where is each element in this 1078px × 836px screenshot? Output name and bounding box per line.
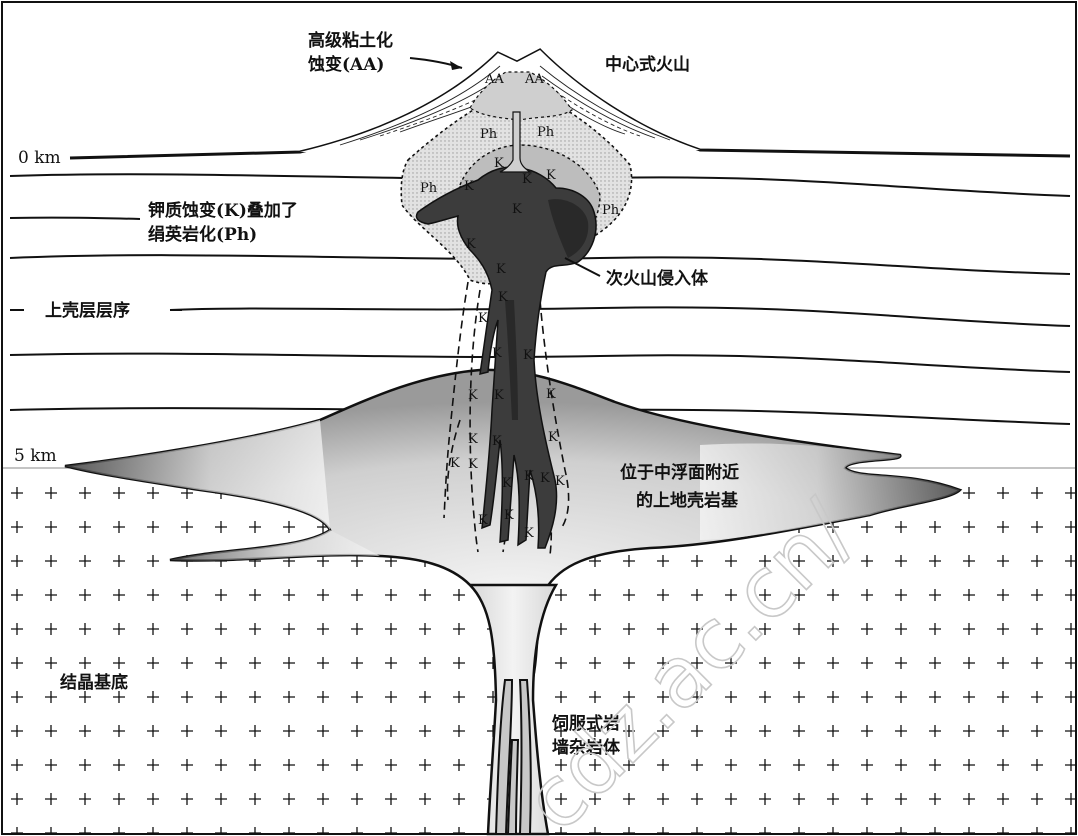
- potassic-k-mark: K: [494, 156, 504, 171]
- potassic-k-mark: K: [524, 526, 534, 541]
- potassic-k-mark: K: [492, 434, 502, 449]
- potassic-k-mark: K: [464, 179, 474, 194]
- depth-0km-label: 0 km: [18, 148, 61, 168]
- aa-mark-right: AA: [524, 72, 544, 87]
- ph-mark-top-left: Ph: [480, 127, 498, 142]
- depth-5km-label: 5 km: [14, 446, 57, 466]
- potassic-k-mark: K: [524, 469, 534, 484]
- potassic-label-line1: 钾质蚀变(K)叠加了: [148, 200, 298, 221]
- argillic-arrow-head: [450, 61, 462, 70]
- potassic-k-mark: K: [548, 430, 558, 445]
- potassic-k-mark: K: [450, 456, 460, 471]
- batholith-label-line2: 的上地壳岩基: [636, 490, 739, 511]
- potassic-k-mark: K: [468, 432, 478, 447]
- potassic-k-mark: K: [512, 202, 522, 217]
- upper-crust-label: 上壳层层序: [45, 300, 130, 321]
- potassic-k-mark: K: [546, 387, 556, 402]
- potassic-k-mark: K: [492, 346, 502, 361]
- potassic-k-mark: K: [478, 311, 488, 326]
- potassic-k-mark: K: [555, 474, 565, 489]
- basement-label: 结晶基底: [60, 672, 128, 693]
- aa-mark-left: AA: [484, 72, 504, 87]
- potassic-k-mark: K: [496, 262, 506, 277]
- potassic-k-mark: K: [540, 471, 550, 486]
- potassic-k-mark: K: [478, 513, 488, 528]
- potassic-k-mark: K: [504, 508, 514, 523]
- potassic-k-mark: K: [522, 172, 532, 187]
- potassic-k-mark: K: [502, 476, 512, 491]
- potassic-k-mark: K: [498, 290, 508, 305]
- ph-mark-right: Ph: [602, 203, 620, 218]
- argillic-label-line1: 高级粘土化: [308, 30, 393, 51]
- subvolcanic-label: 次火山侵入体: [606, 268, 709, 289]
- potassic-label-line2: 绢英岩化(Ph): [148, 224, 257, 245]
- argillic-label-line2: 蚀变(AA): [307, 54, 384, 75]
- potassic-k-mark: K: [468, 457, 478, 472]
- potassic-k-mark: K: [494, 388, 504, 403]
- volcano-label: 中心式火山: [605, 54, 690, 75]
- potassic-k-mark: K: [466, 237, 476, 252]
- potassic-k-mark: K: [523, 348, 533, 363]
- potassic-k-mark: K: [468, 388, 478, 403]
- batholith-label-line1: 位于中浮面附近: [620, 462, 739, 483]
- potassic-k-mark: K: [546, 168, 556, 183]
- ph-mark-left: Ph: [420, 181, 438, 196]
- ph-mark-top-right: Ph: [537, 125, 555, 140]
